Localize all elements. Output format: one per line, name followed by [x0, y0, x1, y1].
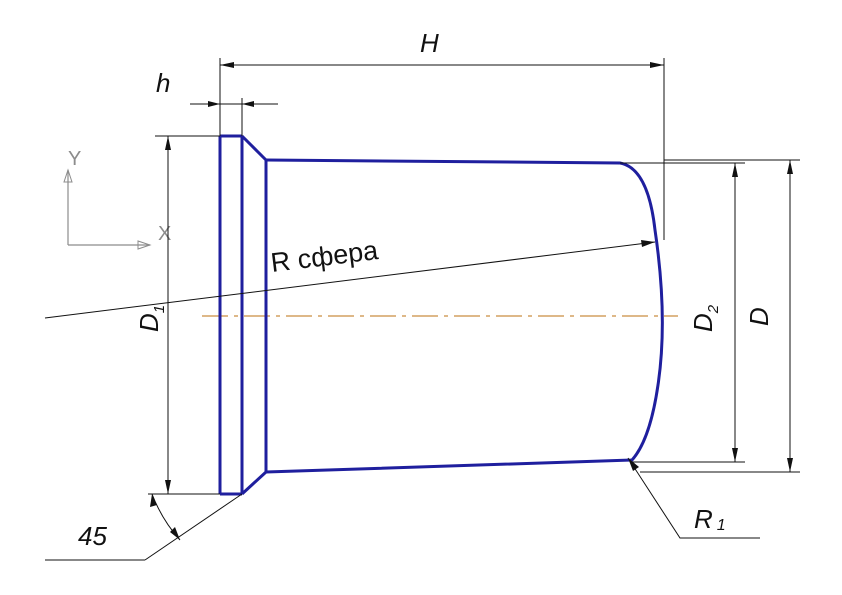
x-axis-label: X — [158, 223, 171, 245]
dimension-R-sphere — [44, 240, 656, 319]
dimension-R1-letter: R — [694, 504, 713, 534]
dimension-D1-letter: D — [134, 313, 164, 332]
dimension-D2-subscript: 2 — [705, 304, 722, 314]
dimension-D1-subscript: 1 — [151, 305, 168, 313]
coordinate-axes-icon: Y X — [63, 148, 171, 250]
dimension-D-label: D — [744, 307, 774, 326]
dimension-H — [219, 58, 665, 240]
dimension-D — [640, 159, 800, 473]
dimension-R1 — [627, 457, 760, 539]
dimension-R1-subscript: 1 — [717, 517, 726, 534]
dimension-h-label: h — [156, 68, 170, 98]
dimension-H-label: H — [420, 28, 439, 58]
dimension-chamfer-45 — [45, 493, 243, 561]
y-axis-label: Y — [68, 148, 81, 170]
dimension-D2-label: D2 — [688, 304, 722, 332]
dimension-h — [190, 98, 278, 136]
dimension-D2 — [620, 162, 745, 463]
dimension-D1 — [155, 135, 220, 495]
part-outline — [218, 134, 664, 496]
dimension-D2-letter: D — [688, 313, 718, 332]
dimension-D1-label: D1 — [134, 305, 168, 332]
dimension-R-sphere-label: R сфера — [269, 235, 381, 278]
dimension-chamfer-45-label: 45 — [78, 521, 107, 551]
